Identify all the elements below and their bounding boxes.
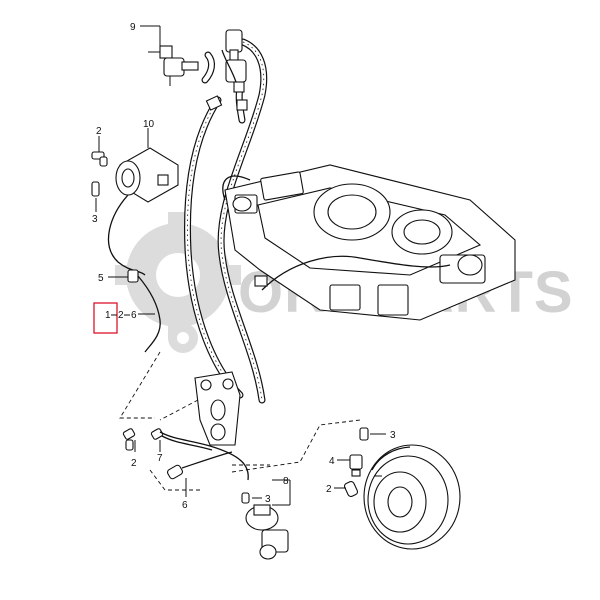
callout-6-left: 6 [131, 310, 137, 321]
lower-hose-assembly [119, 351, 270, 504]
brake-booster [343, 427, 461, 550]
callout-5: 5 [98, 273, 104, 284]
callout-3-top: 3 [92, 214, 98, 225]
callout-labels: 9 10 2 3 5 1 2 6 2 7 6 8 3 3 4 2 [92, 22, 396, 511]
callout-3-right: 3 [390, 430, 396, 441]
callout-2-right: 2 [326, 484, 332, 495]
engine-manifold-block [222, 164, 516, 321]
callout-2-left: 2 [118, 310, 124, 321]
dashed-leader-booster [231, 419, 361, 473]
callout-8: 8 [283, 476, 289, 487]
callout-9: 9 [130, 22, 136, 33]
callout-3-mid: 3 [265, 494, 271, 505]
hose-part-5 [108, 269, 161, 353]
callout-1: 1 [105, 310, 111, 321]
callout-6-bottom: 6 [182, 500, 188, 511]
part-1-highlight-box [93, 302, 118, 334]
connector-upper-right [221, 29, 248, 111]
watermark-gear-icon [115, 212, 241, 353]
callout-leaders [95, 25, 386, 492]
fittings-top-left [91, 151, 108, 212]
callout-10: 10 [143, 119, 155, 130]
check-valve-part-8 [245, 479, 291, 560]
mounting-bracket [194, 371, 241, 446]
callout-7: 7 [157, 453, 163, 464]
callout-4: 4 [329, 456, 335, 467]
callout-2-top: 2 [96, 126, 102, 137]
valve-part-9 [148, 45, 223, 111]
callout-2-mid: 2 [131, 458, 137, 469]
